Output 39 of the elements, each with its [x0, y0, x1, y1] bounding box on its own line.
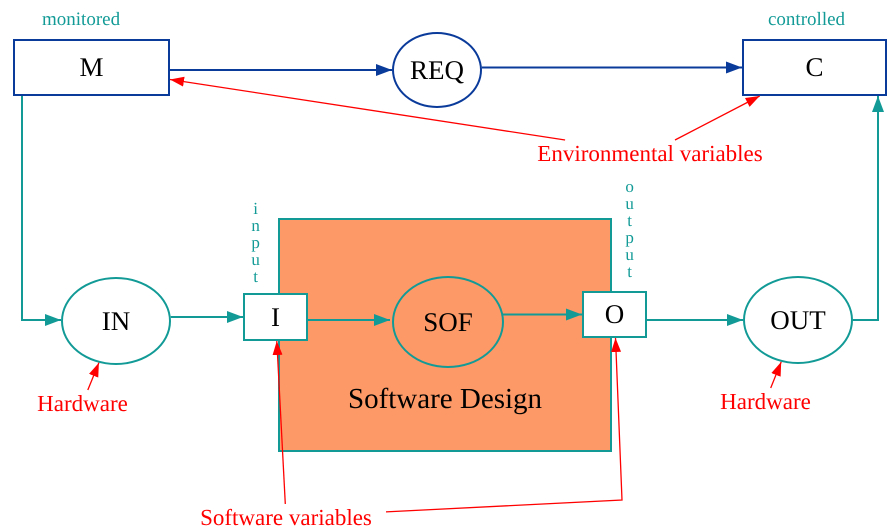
node-label: I [271, 304, 280, 330]
node-label: M [79, 54, 104, 81]
arrow [853, 96, 884, 321]
variable-box [742, 39, 887, 96]
annotation-text: Hardware [29, 390, 136, 416]
node-label: Software Design [348, 385, 542, 414]
arrow [482, 62, 742, 74]
leader-line [386, 338, 623, 513]
arrow [647, 314, 743, 326]
node-label: REQ [410, 56, 464, 84]
variable-box [243, 293, 308, 341]
software-ellipse [392, 276, 504, 368]
caption-text: monitored [42, 10, 120, 29]
requirement-ellipse [392, 32, 482, 108]
annotation-text: Environmental variables [519, 140, 781, 166]
arrow [21, 96, 61, 326]
node-label: C [805, 54, 824, 81]
hardware-ellipse [61, 277, 171, 365]
leader-line [674, 95, 760, 141]
leader-line [770, 362, 782, 388]
leader-line [87, 362, 100, 390]
arrow [170, 64, 392, 76]
caption-text: controlled [768, 10, 846, 29]
variable-box [582, 291, 647, 338]
vertical-caption: output [625, 178, 634, 280]
annotation-text: Software variables [186, 504, 386, 529]
node-label: SOF [423, 308, 473, 336]
annotation-text: Hardware [712, 388, 819, 414]
node-label: IN [102, 308, 130, 334]
hardware-ellipse [743, 276, 853, 364]
vertical-caption: input [251, 200, 260, 285]
arrow [170, 311, 243, 323]
arrow [308, 314, 390, 326]
arrow [502, 308, 582, 320]
node-label: OUT [770, 306, 826, 334]
leader-line [170, 76, 566, 141]
variable-box [13, 39, 170, 96]
leader-line [272, 340, 286, 504]
node-label: O [604, 301, 624, 328]
